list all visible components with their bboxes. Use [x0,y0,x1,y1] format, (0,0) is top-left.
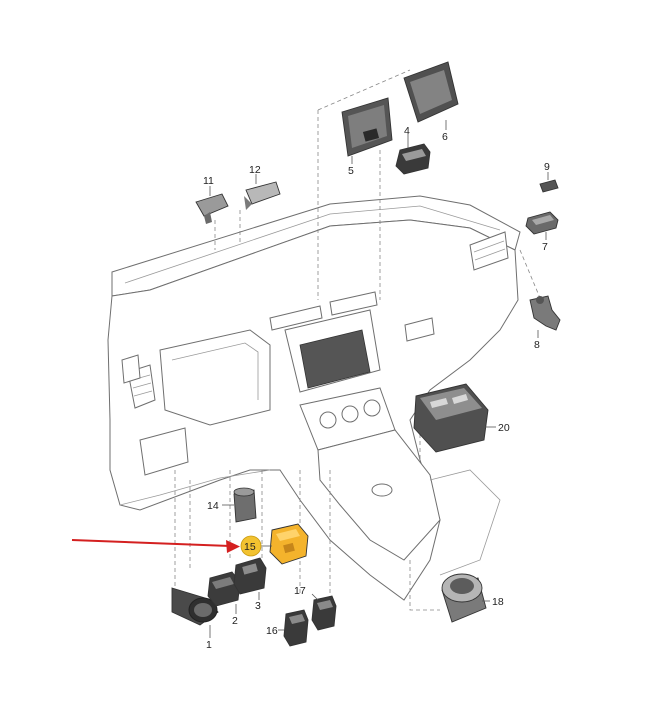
part-20-switch-block [413,383,496,453]
label-part-20: 20 [498,422,510,434]
part-15-highlighted-switch [260,523,309,565]
part-1-light-switch [171,587,219,638]
label-part-17: 17 [294,585,306,597]
part-8-switch [529,295,561,338]
part-6-panel [403,61,459,130]
part-4-switch [395,134,431,175]
part-7-connector [525,211,559,240]
label-part-5: 5 [348,165,354,177]
part-3-switch [233,557,267,600]
label-part-9: 9 [544,161,550,173]
label-part-11: 11 [203,175,214,187]
part-15-badge [240,535,262,557]
label-part-8: 8 [534,339,540,351]
label-part-4: 4 [404,125,410,137]
dashed-guide-lines [174,69,546,611]
red-annotation-arrow [71,539,240,553]
label-part-16: 16 [266,625,278,637]
part-2-switch [207,571,241,614]
label-part-1: 1 [206,639,212,651]
label-part-12: 12 [249,164,261,176]
part-14-socket [222,487,257,523]
dashboard-outline [107,195,521,601]
label-part-7: 7 [542,241,548,253]
label-part-2: 2 [232,615,238,627]
part-12-cover [244,174,281,210]
label-part-6: 6 [442,131,448,143]
part-16-switch [278,609,309,647]
part-9-cap [539,172,559,193]
label-part-18: 18 [492,596,504,608]
label-part-14: 14 [207,500,219,512]
part-11-cover [195,186,229,224]
part-18-rotary-control [441,573,490,623]
part-5-switch-panel [341,97,393,164]
label-part-3: 3 [255,600,261,612]
part-17-switch [311,593,337,631]
label-part-15: 15 [244,541,256,553]
